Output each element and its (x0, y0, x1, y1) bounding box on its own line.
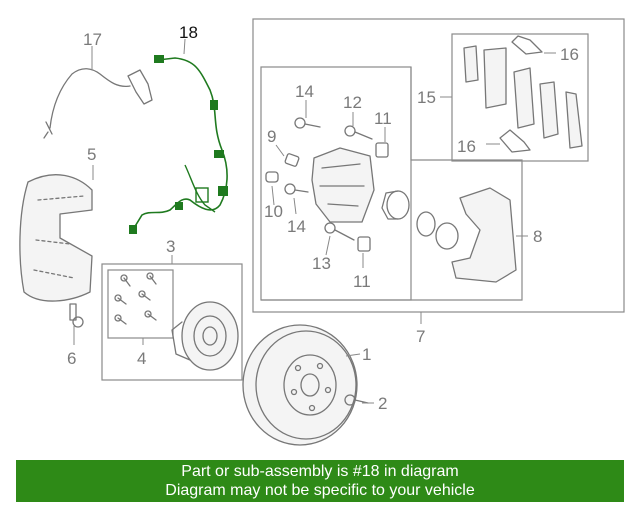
hub-bolt-box (107, 269, 174, 339)
pin-part-9[interactable] (284, 153, 300, 167)
abs-sensor-part-17[interactable] (43, 68, 153, 139)
footer-line-2: Diagram may not be specific to your vehi… (165, 482, 475, 499)
bolt-part-13[interactable] (324, 222, 355, 241)
caliper-inner-box-ext (261, 67, 523, 301)
callout-9: 9 (267, 127, 276, 146)
guide-bolt-part-14-upper[interactable] (294, 117, 321, 129)
callout-2: 2 (378, 394, 387, 413)
callout-16-lower: 16 (457, 137, 476, 156)
hub-assembly-part-3[interactable] (171, 301, 239, 371)
hub-bolts-part-4[interactable] (114, 272, 157, 325)
bolt-part-6[interactable] (69, 303, 84, 328)
callout-5: 5 (87, 145, 96, 164)
callout-6: 6 (67, 349, 76, 368)
callout-14-lower: 14 (287, 217, 306, 236)
callout-17: 17 (83, 30, 102, 49)
caliper-body[interactable] (311, 147, 375, 223)
pad-clip-part-16-upper[interactable] (511, 35, 543, 55)
speed-sensor-harness-part-18[interactable] (129, 55, 228, 234)
brake-pads-part-15[interactable] (463, 45, 583, 149)
bolt-part-12[interactable] (344, 125, 373, 140)
callout-10: 10 (264, 202, 283, 221)
callout-3: 3 (166, 237, 175, 256)
guide-bolt-part-14-lower[interactable] (284, 183, 309, 195)
callout-11-upper: 11 (374, 109, 392, 128)
callout-12: 12 (343, 93, 362, 112)
brake-rotor-part-1[interactable] (242, 324, 358, 446)
caliper-piston[interactable] (381, 190, 410, 220)
callout-13: 13 (312, 254, 331, 273)
caliper-assembly-box (252, 18, 625, 313)
parts-diagram: 18 17 5 3 4 6 14 12 11 9 10 14 13 11 15 … (19, 18, 625, 446)
caliper-bracket-part-8[interactable] (451, 187, 517, 283)
callout-4: 4 (137, 349, 146, 368)
dust-shield-part-5[interactable] (19, 174, 93, 302)
callout-15: 15 (417, 88, 436, 107)
footer-line-1: Part or sub-assembly is #18 in diagram (181, 463, 459, 480)
piston-seal[interactable] (416, 211, 436, 237)
piston-boot[interactable] (435, 222, 459, 250)
footer-banner: Part or sub-assembly is #18 in diagram D… (16, 460, 624, 502)
boot-part-10[interactable] (265, 171, 279, 183)
callout-14-upper: 14 (295, 82, 314, 101)
cap-part-11-upper[interactable] (375, 142, 389, 158)
callout-11-lower: 11 (353, 272, 371, 291)
callout-16-upper: 16 (560, 45, 579, 64)
callout-18: 18 (179, 23, 198, 42)
callout-8: 8 (533, 227, 542, 246)
callout-7: 7 (416, 327, 425, 346)
cap-part-11-lower[interactable] (357, 236, 371, 252)
pad-clip-part-16-lower[interactable] (499, 129, 531, 153)
leader-lines (73, 38, 556, 404)
callout-1: 1 (362, 345, 371, 364)
